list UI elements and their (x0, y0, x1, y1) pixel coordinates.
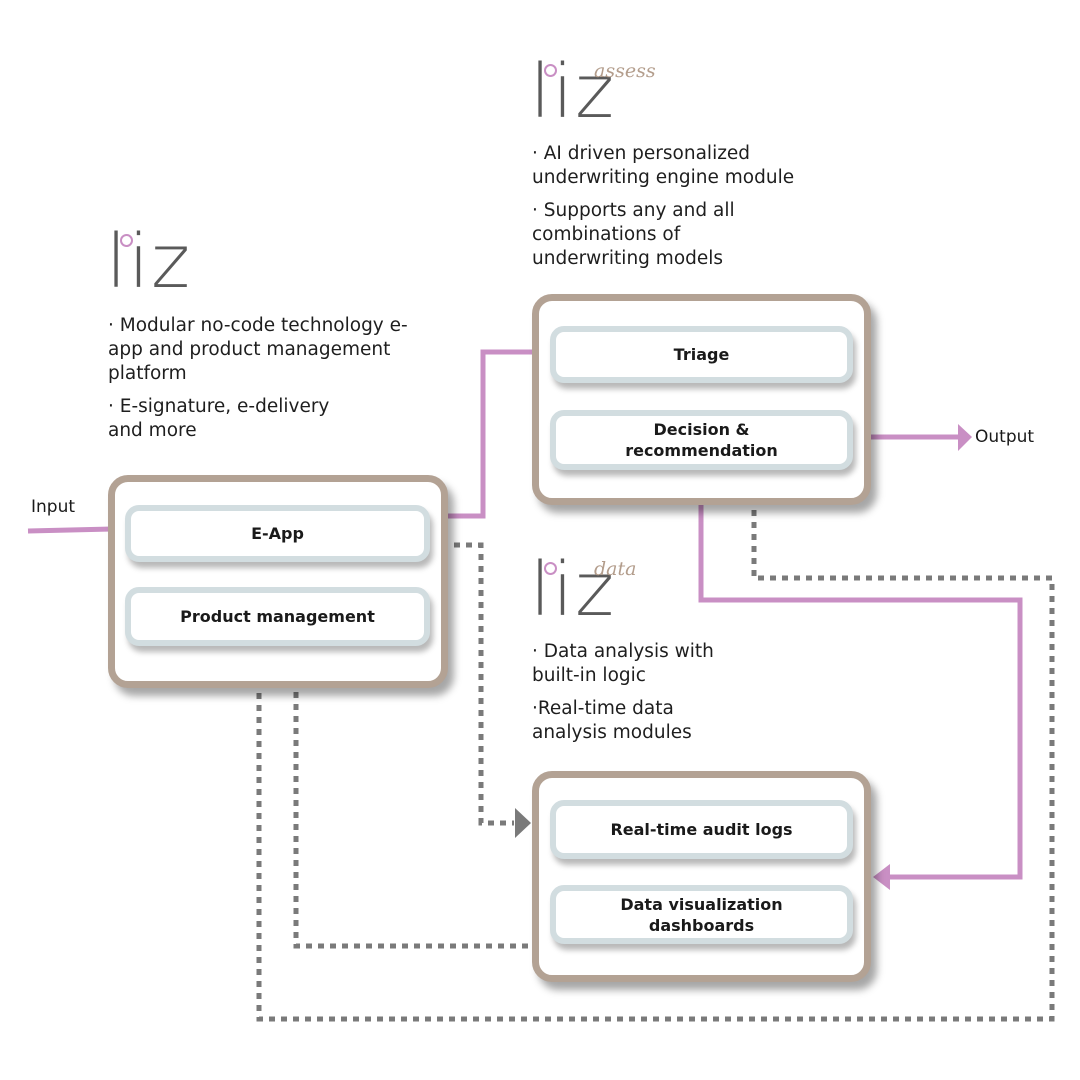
liz-logo-text: liz (106, 219, 192, 305)
liz-data-bullet: ·Real-time data analysis modules (532, 698, 692, 743)
module-product-management[interactable]: Product management (125, 587, 430, 646)
module-triage[interactable]: Triage (550, 326, 853, 383)
liz-data-bullet: · Data analysis with built-in logic (532, 641, 714, 686)
liz-assess-bullet: · AI driven personalized underwriting en… (532, 143, 795, 188)
liz-logo: liz (106, 219, 192, 305)
flow-eapp-to-triage (430, 349, 535, 519)
module-real-time-audit-logs[interactable]: Real-time audit logs (550, 800, 853, 859)
arrowhead-data-in (873, 864, 890, 890)
flow-decision-to-data (698, 470, 1023, 880)
liz-data-logo-suffix: data (594, 558, 637, 580)
liz-assess-logo: liz assess (530, 49, 656, 135)
liz-bullet: · Modular no-code technology e-app and p… (108, 315, 408, 384)
liz-assess-logo-dot-icon (544, 64, 557, 77)
liz-data-logo-text: liz (530, 547, 616, 633)
arrowhead-audit (515, 808, 531, 838)
liz-assess-description: · AI driven personalized underwriting en… (532, 142, 832, 280)
liz-data-logo: liz data (530, 547, 636, 633)
module-data-visualization-dashboards[interactable]: Data visualization dashboards (550, 885, 853, 944)
flow-input-to-eapp (27, 526, 113, 534)
dotted-eapp-to-audit (430, 542, 514, 826)
liz-bullet: · E-signature, e-delivery and more (108, 396, 330, 441)
liz-description: · Modular no-code technology e-app and p… (108, 314, 428, 452)
liz-data-logo-dot-icon (544, 562, 557, 575)
dotted-loop-to-product (256, 510, 1055, 1022)
liz-assess-logo-text: liz (530, 49, 616, 135)
liz-data-description: · Data analysis with built-in logic ·Rea… (532, 640, 747, 754)
input-label: Input (31, 497, 76, 517)
dotted-dashboard-to-product (293, 665, 528, 949)
liz-assess-bullet: · Supports any and all combinations of u… (532, 200, 735, 269)
liz-logo-dot-icon (120, 234, 133, 247)
output-label: Output (975, 427, 1035, 447)
module-e-app[interactable]: E-App (125, 505, 430, 562)
liz-assess-logo-suffix: assess (594, 60, 656, 82)
arrowhead-output (958, 424, 972, 451)
module-decision-recommendation[interactable]: Decision & recommendation (550, 410, 853, 470)
